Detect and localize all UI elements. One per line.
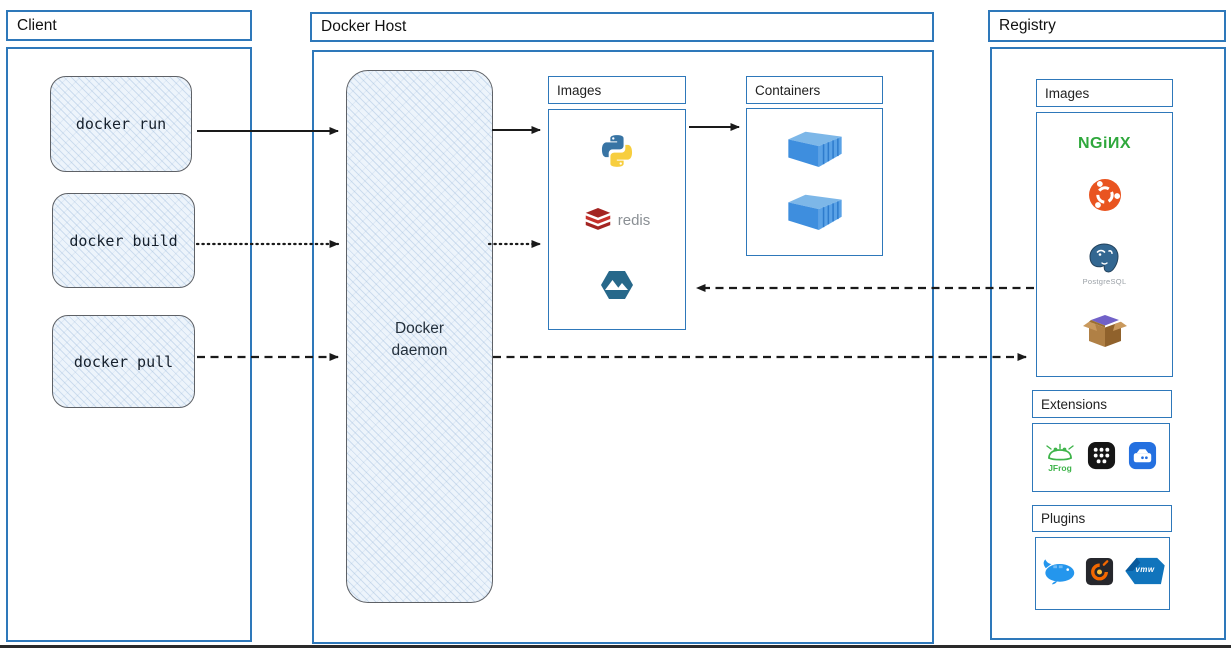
docker-daemon-label: Docker daemon: [391, 320, 448, 360]
nginx-logo-icon: NGiИX: [1077, 135, 1132, 153]
redis-label: redis: [617, 212, 651, 229]
registry-title: Registry: [999, 17, 1056, 34]
containers-box: [746, 108, 883, 256]
vmware-icon: vmw: [1123, 556, 1167, 591]
plugins-title: Plugins: [1041, 511, 1086, 526]
host-images-title: Images: [557, 82, 602, 98]
vmware-label: vmw: [1135, 565, 1155, 574]
docker-build-node: docker build: [52, 193, 195, 288]
registry-images-box: NGiИX PostgreSQL: [1036, 112, 1173, 377]
jfrog-icon: JFrog: [1044, 443, 1076, 473]
client-title: Client: [17, 16, 57, 34]
apps-grid-icon: [1086, 440, 1117, 476]
registry-images-title: Images: [1045, 85, 1090, 101]
docker-run-node: docker run: [50, 76, 192, 172]
redis-logo-icon: [584, 206, 612, 236]
host-images-box: redis: [548, 109, 686, 330]
extensions-title-bar: Extensions: [1032, 390, 1172, 418]
bottom-edge-line: [0, 645, 1231, 648]
containers-title: Containers: [755, 82, 821, 98]
ubuntu-logo-icon: [1088, 178, 1122, 217]
docker-pull-label: docker pull: [73, 352, 174, 371]
registry-images-title-bar: Images: [1036, 79, 1173, 107]
container-icon: [784, 128, 846, 173]
docker-pull-node: docker pull: [52, 315, 195, 408]
plugins-title-bar: Plugins: [1032, 505, 1172, 532]
plugins-box: vmw: [1035, 537, 1170, 610]
redis-image-row: redis: [584, 206, 651, 236]
jfrog-label: JFrog: [1048, 462, 1072, 473]
docker-daemon-node: Docker daemon: [346, 70, 493, 603]
python-logo-icon: [598, 132, 636, 175]
postgresql-logo-icon: PostgreSQL: [1083, 242, 1127, 286]
package-icon: [1082, 311, 1128, 354]
docker-whale-icon: [1038, 557, 1076, 590]
extensions-title: Extensions: [1041, 396, 1108, 412]
containers-title-bar: Containers: [746, 76, 883, 104]
extensions-box: JFrog: [1032, 423, 1170, 492]
client-title-bar: Client: [6, 10, 252, 41]
container-icon: [784, 191, 846, 236]
docker-build-label: docker build: [69, 231, 178, 250]
docker-host-title: Docker Host: [321, 18, 407, 35]
drive-icon: [1127, 440, 1158, 476]
docker-run-label: docker run: [75, 115, 167, 133]
grafana-icon: [1084, 556, 1115, 592]
alpine-logo-icon: [599, 267, 635, 308]
postgresql-label: PostgreSQL: [1082, 276, 1127, 286]
registry-title-bar: Registry: [988, 10, 1226, 42]
host-images-title-bar: Images: [548, 76, 686, 104]
docker-host-title-bar: Docker Host: [310, 12, 934, 42]
